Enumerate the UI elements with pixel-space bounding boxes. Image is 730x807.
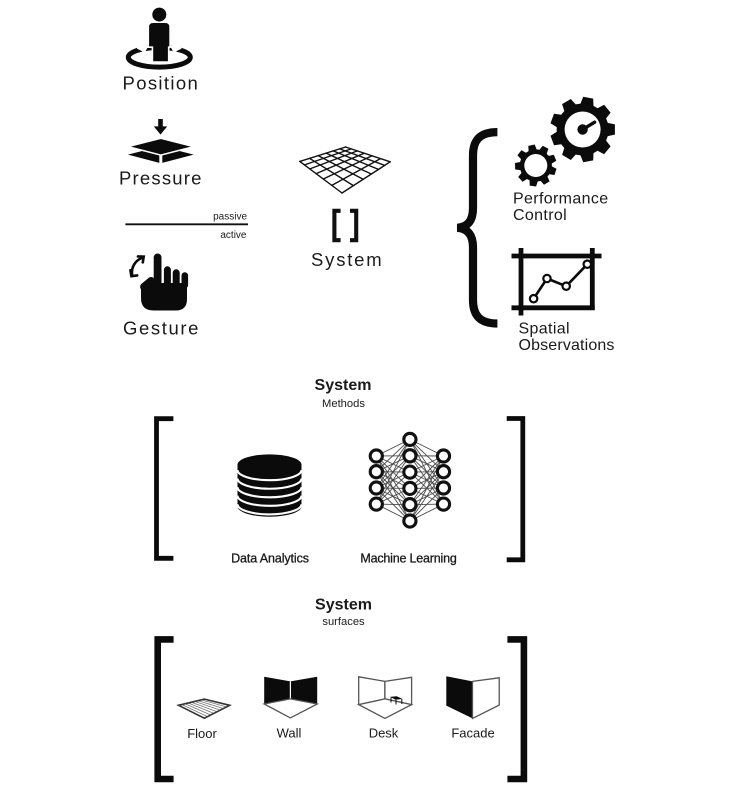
svg-text:Position: Position [123, 73, 200, 94]
svg-text:Pressure: Pressure [119, 168, 203, 189]
svg-text:System: System [315, 597, 372, 614]
svg-text:Performance: Performance [513, 191, 608, 208]
svg-text:Wall: Wall [277, 726, 302, 741]
svg-text:Data Analytics: Data Analytics [231, 552, 309, 566]
svg-text:active: active [220, 230, 247, 241]
svg-text:Desk: Desk [369, 726, 399, 741]
svg-text:Gesture: Gesture [123, 318, 200, 339]
svg-text:Observations: Observations [519, 337, 615, 354]
svg-text:Methods: Methods [322, 398, 365, 410]
svg-text:Control: Control [513, 207, 567, 224]
svg-text:surfaces: surfaces [322, 616, 365, 628]
svg-text:passive: passive [213, 212, 247, 223]
svg-text:System: System [315, 377, 372, 394]
svg-text:System: System [311, 249, 383, 270]
svg-text:Spatial: Spatial [519, 321, 570, 338]
svg-text:Machine Learning: Machine Learning [360, 552, 456, 566]
svg-text:Facade: Facade [451, 726, 494, 741]
svg-text:Floor: Floor [187, 726, 217, 741]
